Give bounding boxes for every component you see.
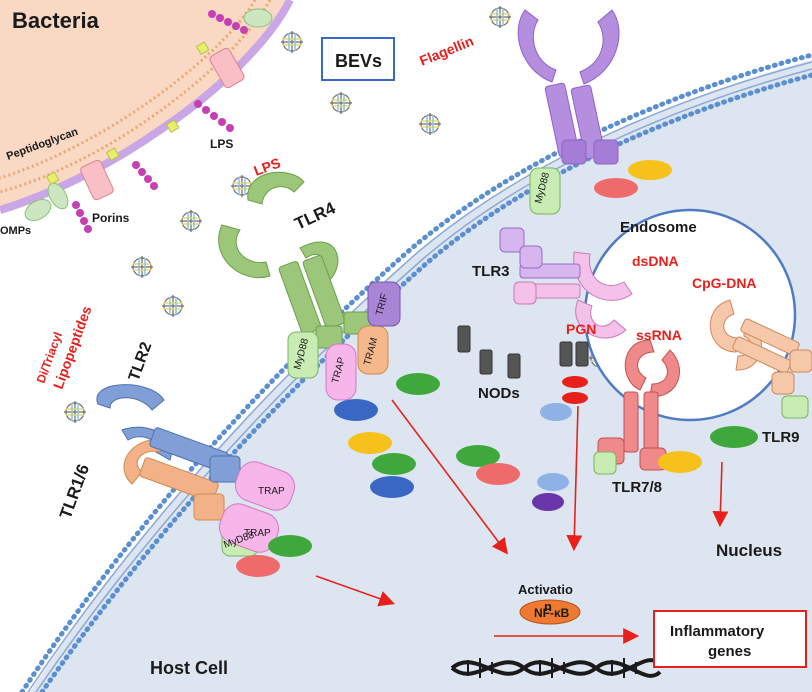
signal-oval-yellow-1 [628,160,672,180]
trap-tlr4-adapter [325,343,357,401]
tlr9-receptor [709,299,812,419]
tlr5-receptor [517,9,620,215]
tlr4-label: TLR4 [292,198,339,233]
tlr9-label: TLR9 [762,429,800,446]
tlr78-receptor [593,339,680,475]
tlr2-label: TLR2 [126,340,156,383]
host-cell-membrane [19,52,812,692]
myd88-tlr4-adapter [287,331,319,379]
inflammatory-genes-box [653,610,807,668]
tlr3-receptor [499,227,633,339]
nod-proteins [457,325,589,379]
bacteria-label: Bacteria [12,8,100,33]
omps-label: OMPs [0,225,31,237]
nod-signal-red-1 [562,376,588,388]
tlr3-label: TLR3 [472,263,510,280]
tlr4-receptor [218,171,371,349]
nfkb-oval [519,599,581,625]
nods-label: NODs [478,385,520,402]
nucleus-label: Nucleus [716,541,782,560]
dsdna-label: dsDNA [632,253,679,269]
porins-label: Porins [92,211,130,225]
lps-membrane-label: LPS [210,137,233,151]
trap-tlr2-adapter [234,461,296,511]
signal-oval-red-1 [594,178,638,198]
bevs-box [321,37,395,81]
inflammatory-genes-label-line1: Inflammatory [670,623,765,640]
activation-label-line1: Activatio [518,582,573,597]
nfkb-label: NF-κB [534,606,570,620]
dna-helix [450,658,662,678]
inflammatory-genes-label-line2: genes [708,643,751,660]
nod-signal-red-2 [562,392,588,404]
bacterium [0,0,294,233]
host-cell-label: Host Cell [150,658,228,678]
cpg-dna-label: CpG-DNA [692,275,757,291]
signaling-molecules [236,373,758,577]
tlr16-label: TLR1/6 [56,462,93,522]
ssrna-label: ssRNA [636,327,682,343]
trap-tlr2-label: TRAP [258,486,285,497]
trif-tlr4-adapter [367,281,401,327]
pgn-label: PGN [566,321,596,337]
bevs-label: BEVs [335,51,382,71]
tlr78-label: TLR7/8 [612,479,662,496]
tram-tlr4-adapter [357,325,389,375]
flagellin-label: Flagellin [417,33,476,69]
trap-tlr16-label: TRAP [244,528,271,539]
endosome-label: Endosome [620,219,697,236]
activation-label-line2: n [544,599,552,614]
endosome [583,208,797,422]
signaling-arrows [315,399,729,644]
